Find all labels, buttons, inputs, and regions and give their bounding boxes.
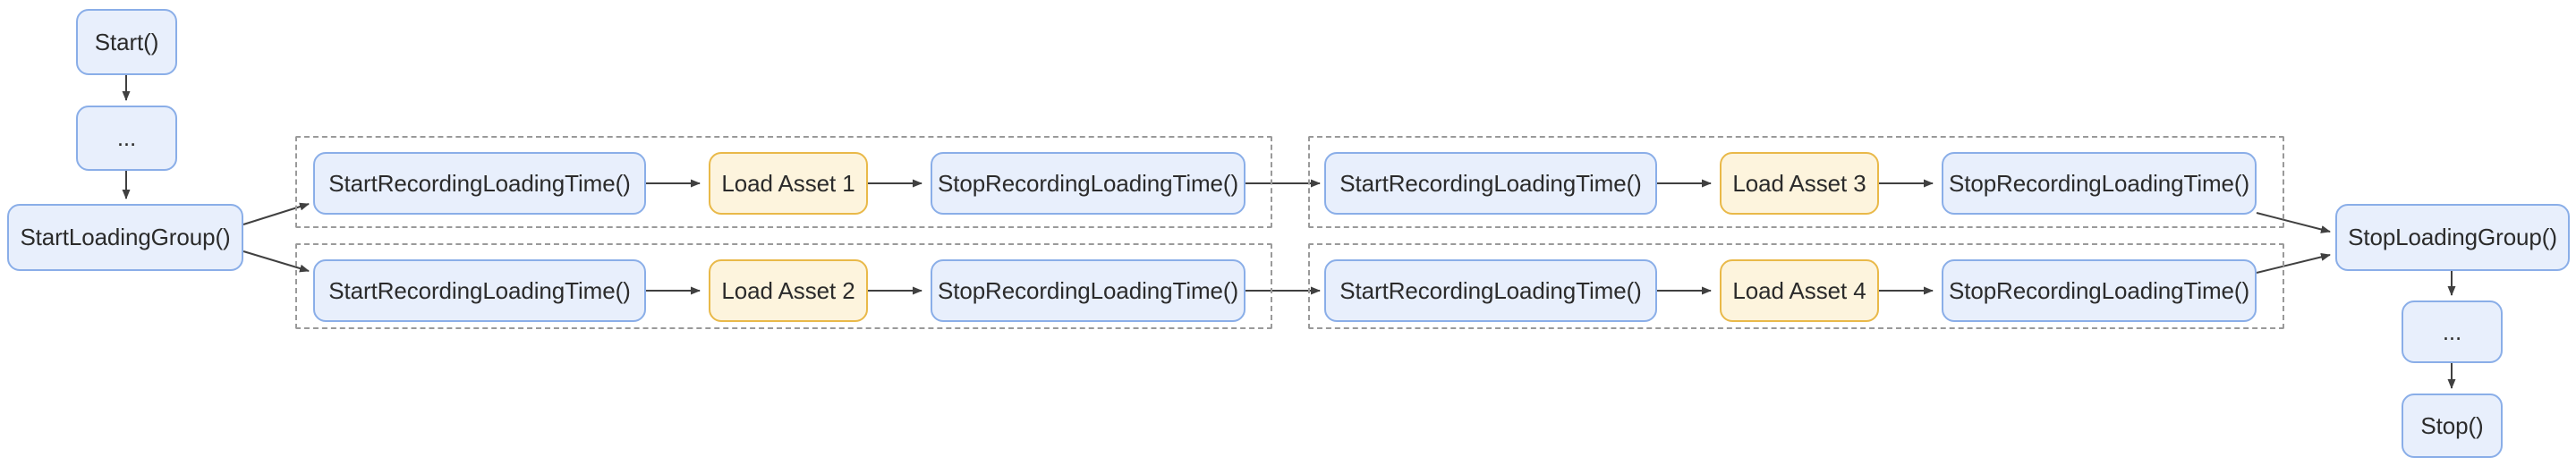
edge-startloadinggroup-to-g1r1: [242, 202, 310, 225]
group-2-row-1-box: [1308, 136, 2284, 228]
node-g2r2-stop-recording[interactable]: StopRecordingLoadingTime(): [1942, 259, 2257, 322]
node-g1r2-stop-recording[interactable]: StopRecordingLoadingTime(): [931, 259, 1245, 322]
node-g2r1-stop-recording[interactable]: StopRecordingLoadingTime(): [1942, 152, 2257, 215]
node-exit-ellipsis[interactable]: ...: [2402, 300, 2503, 363]
node-entry-ellipsis[interactable]: ...: [76, 106, 177, 171]
node-g1r1-start-recording[interactable]: StartRecordingLoadingTime(): [313, 152, 646, 215]
node-stop[interactable]: Stop(): [2402, 394, 2503, 458]
node-g2r2-start-recording[interactable]: StartRecordingLoadingTime(): [1324, 259, 1657, 322]
group-1-row-2-box: [295, 243, 1272, 329]
edge-g2r2-stop-to-stoploadinggroup: [2256, 252, 2331, 274]
node-g1r1-load-asset[interactable]: Load Asset 1: [709, 152, 868, 215]
group-1-row-1-box: [295, 136, 1272, 228]
node-g1r2-start-recording[interactable]: StartRecordingLoadingTime(): [313, 259, 646, 322]
edge-startloadinggroup-to-g1r2: [242, 250, 310, 273]
node-g2r1-start-recording[interactable]: StartRecordingLoadingTime(): [1324, 152, 1657, 215]
group-2-row-2-box: [1308, 243, 2284, 329]
node-stop-loading-group[interactable]: StopLoadingGroup(): [2335, 204, 2570, 271]
node-g2r2-load-asset[interactable]: Load Asset 4: [1720, 259, 1879, 322]
node-start-loading-group[interactable]: StartLoadingGroup(): [7, 204, 243, 271]
node-start[interactable]: Start(): [76, 9, 177, 75]
node-g1r1-stop-recording[interactable]: StopRecordingLoadingTime(): [931, 152, 1245, 215]
node-g1r2-load-asset[interactable]: Load Asset 2: [709, 259, 868, 322]
edge-g2r1-stop-to-stoploadinggroup: [2256, 212, 2331, 233]
node-g2r1-load-asset[interactable]: Load Asset 3: [1720, 152, 1879, 215]
